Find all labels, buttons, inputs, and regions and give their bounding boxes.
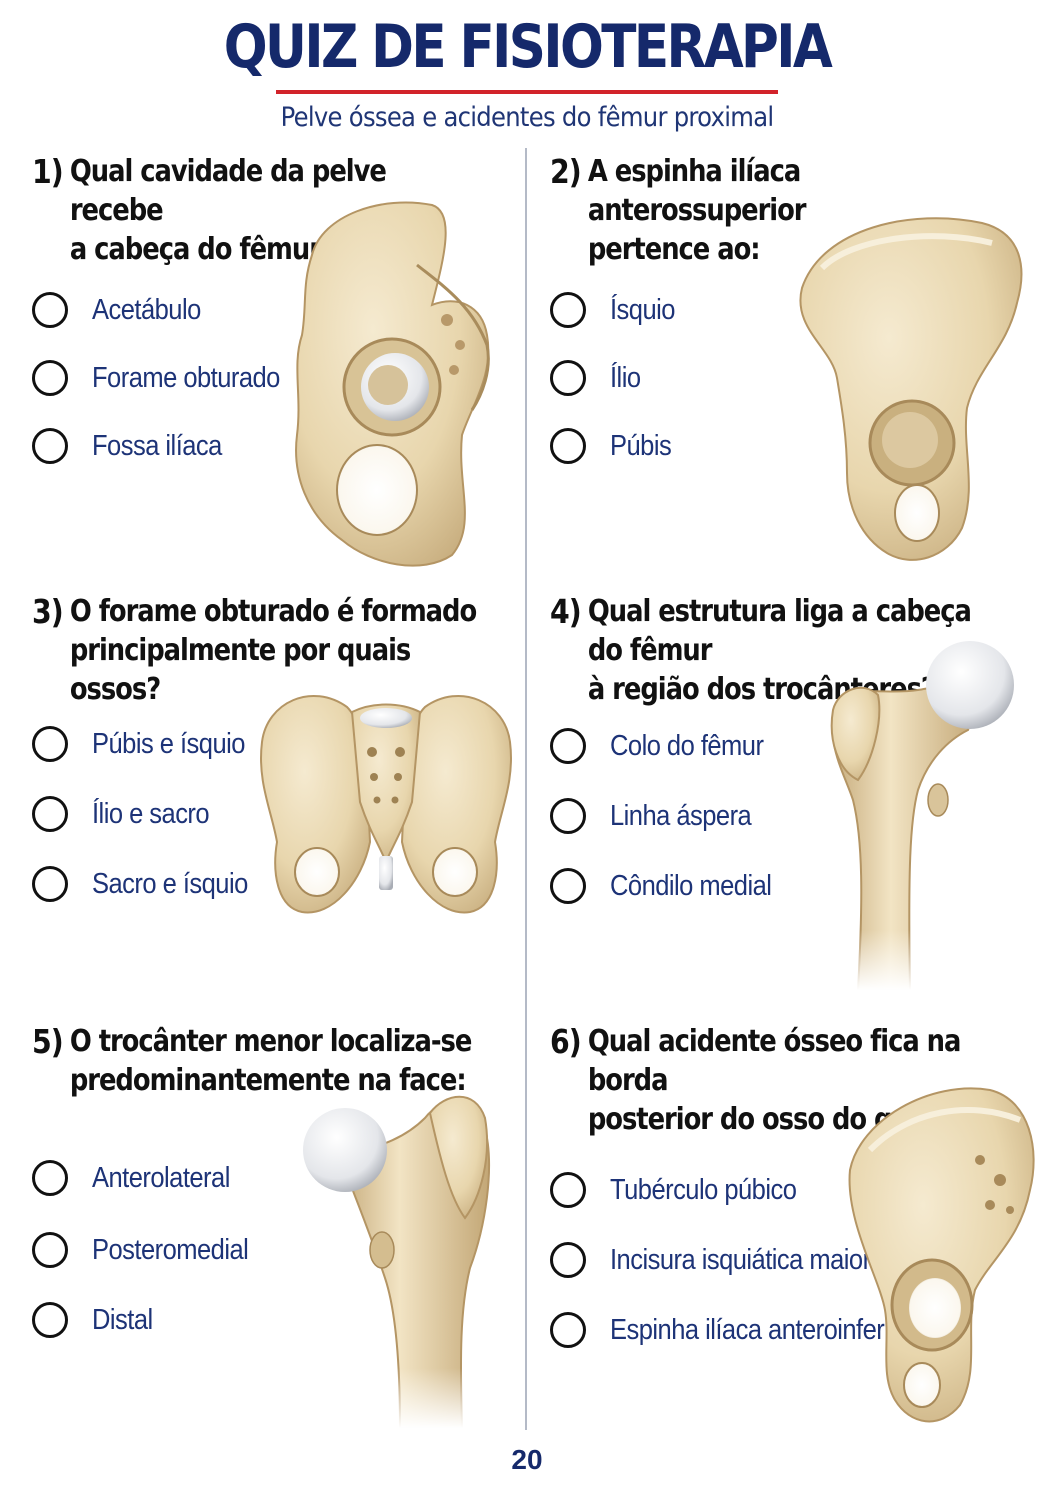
option-label: Ílio bbox=[610, 362, 641, 394]
option-label: Anterolateral bbox=[92, 1162, 230, 1194]
radio-button[interactable] bbox=[550, 728, 586, 764]
column-divider bbox=[525, 148, 527, 1430]
option-label: Púbis bbox=[610, 430, 672, 462]
page-title: QUIZ DE FISIOTERAPIA bbox=[223, 12, 833, 82]
option-label: Côndilo medial bbox=[610, 870, 772, 902]
proximal-femur-posterior-illustration bbox=[303, 1095, 490, 1428]
question-2: 2) A espinha ilíaca anterossuperior pert… bbox=[550, 152, 1030, 572]
radio-button[interactable] bbox=[550, 360, 586, 396]
option-label: Incisura isquiática maior bbox=[610, 1244, 871, 1276]
option-label: Fossa ilíaca bbox=[92, 430, 222, 462]
radio-button[interactable] bbox=[550, 1242, 586, 1278]
option-label: Ílio e sacro bbox=[92, 798, 210, 830]
radio-button[interactable] bbox=[550, 428, 586, 464]
question-2-number: 2) bbox=[550, 152, 582, 191]
question-5-number: 5) bbox=[32, 1022, 64, 1061]
option-label: Forame obturado bbox=[92, 362, 280, 394]
pelvis-anterior-illustration bbox=[260, 695, 512, 914]
page-subtitle: Pelve óssea e acidentes do fêmur proxima… bbox=[280, 102, 775, 133]
question-3-number: 3) bbox=[32, 592, 64, 631]
hip-bone-anterior-illustration bbox=[799, 217, 1023, 561]
radio-button[interactable] bbox=[32, 796, 68, 832]
option-label: Acetábulo bbox=[92, 294, 201, 326]
radio-button[interactable] bbox=[32, 428, 68, 464]
question-1: 1) Qual cavidade da pelve recebe a cabeç… bbox=[32, 152, 512, 572]
radio-button[interactable] bbox=[550, 868, 586, 904]
option-label: Tubérculo púbico bbox=[610, 1174, 797, 1206]
radio-button[interactable] bbox=[32, 1232, 68, 1268]
radio-button[interactable] bbox=[32, 1302, 68, 1338]
radio-button[interactable] bbox=[550, 1312, 586, 1348]
question-4-number: 4) bbox=[550, 592, 582, 631]
radio-button[interactable] bbox=[550, 1172, 586, 1208]
option-label: Ísquio bbox=[610, 294, 675, 326]
question-1-text: Qual cavidade da pelve recebe a cabeça d… bbox=[69, 154, 387, 267]
question-4-text: Qual estrutura liga a cabeça do fêmur à … bbox=[587, 594, 972, 707]
option-label: Colo do fêmur bbox=[610, 730, 764, 762]
radio-button[interactable] bbox=[32, 866, 68, 902]
question-3-text: O forame obturado é formado principalmen… bbox=[69, 594, 477, 707]
radio-button[interactable] bbox=[550, 798, 586, 834]
proximal-femur-illustration bbox=[830, 641, 1014, 990]
radio-button[interactable] bbox=[550, 292, 586, 328]
title-underline bbox=[276, 90, 778, 94]
question-3: 3) O forame obturado é formado principal… bbox=[32, 592, 512, 992]
radio-button[interactable] bbox=[32, 726, 68, 762]
radio-button[interactable] bbox=[32, 360, 68, 396]
question-4: 4) Qual estrutura liga a cabeça do fêmur… bbox=[550, 592, 1030, 992]
page-number: 20 bbox=[511, 1444, 543, 1475]
hip-bone-posterior-illustration bbox=[848, 1087, 1035, 1423]
option-label: Púbis e ísquio bbox=[92, 728, 245, 760]
question-5: 5) O trocânter menor localiza-se predomi… bbox=[32, 1022, 512, 1422]
question-5-text: O trocânter menor localiza-se predominan… bbox=[69, 1024, 473, 1098]
question-6: 6) Qual acidente ósseo fica na borda pos… bbox=[550, 1022, 1030, 1422]
question-6-number: 6) bbox=[550, 1022, 582, 1061]
question-1-number: 1) bbox=[32, 152, 64, 191]
radio-button[interactable] bbox=[32, 292, 68, 328]
option-label: Sacro e ísquio bbox=[92, 868, 248, 900]
radio-button[interactable] bbox=[32, 1160, 68, 1196]
option-label: Distal bbox=[92, 1304, 153, 1336]
option-label: Espinha ilíaca anteroinferior bbox=[610, 1314, 912, 1346]
hip-bone-lateral-illustration bbox=[295, 201, 490, 567]
option-label: Linha áspera bbox=[610, 800, 752, 832]
question-2-text: A espinha ilíaca anterossuperior pertenc… bbox=[587, 154, 807, 267]
question-6-text: Qual acidente ósseo fica na borda poster… bbox=[587, 1024, 985, 1137]
option-label: Posteromedial bbox=[92, 1234, 249, 1266]
